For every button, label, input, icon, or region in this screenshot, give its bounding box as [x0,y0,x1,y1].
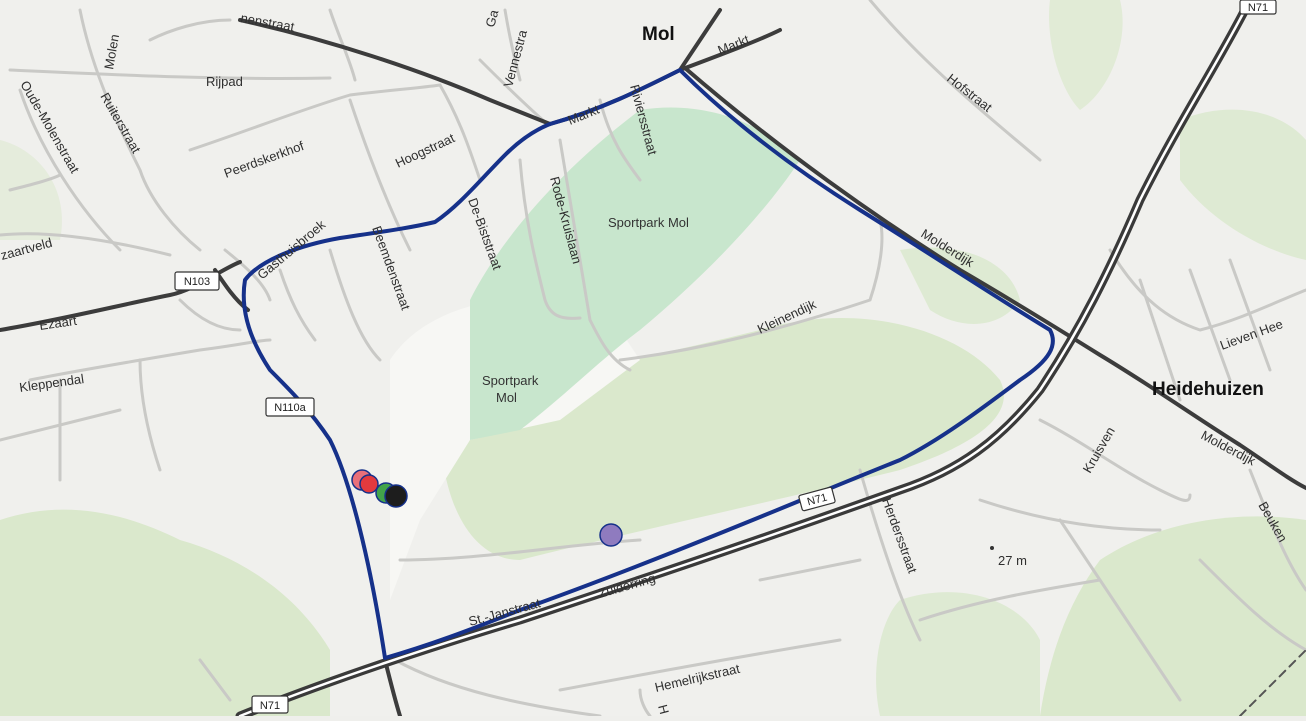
svg-text:N71: N71 [260,700,280,712]
street-molen: Molen [101,33,122,70]
markers [351,469,623,547]
park-label-sportpark-2b: Mol [496,390,517,405]
elevation-label: 27 m [998,553,1027,568]
marker-purple[interactable] [599,523,623,547]
town-heidehuizen: Heidehuizen [1152,379,1264,400]
town-mol: Mol [642,24,675,45]
elevation-point [990,546,994,550]
shield-n110a: N110a [265,397,315,417]
svg-text:N110a: N110a [274,402,306,414]
shield-n71-b: N71 [251,695,289,714]
highway [235,0,1306,721]
park-label-sportpark-2: Sportpark [482,373,539,388]
street-rijpad: Rijpad [206,74,243,89]
street-ezaart: Ezaart [38,313,78,333]
shield-n71-a: N71 [798,486,836,512]
shield-n71-top: N71 [1239,0,1277,15]
svg-text:N71: N71 [1248,2,1268,14]
park-label-sportpark: Sportpark Mol [608,215,689,230]
shield-n103: N103 [174,271,220,291]
street-ga: Ga [482,7,501,28]
marker-red[interactable] [359,474,379,494]
marker-black[interactable] [384,484,408,508]
sportpark-area [470,107,800,440]
svg-text:N71: N71 [806,492,829,509]
svg-text:N103: N103 [184,276,210,288]
route-line[interactable] [241,68,1055,660]
street-h: H [655,703,672,716]
